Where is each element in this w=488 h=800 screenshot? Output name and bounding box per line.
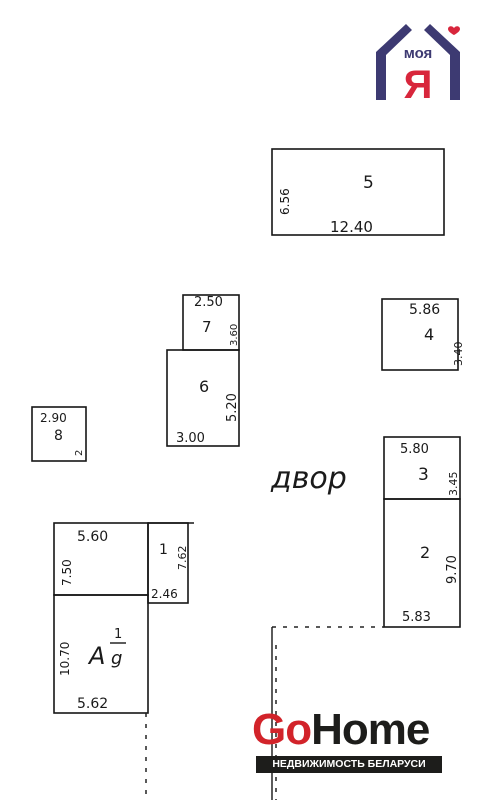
moya-logo: моя Я xyxy=(376,24,460,106)
building-1: 1 7.62 2.46 xyxy=(147,522,189,604)
building-6-label: 6 xyxy=(199,377,209,396)
building-1-length: 2.46 xyxy=(151,587,178,601)
building-8-width: 2 xyxy=(74,450,85,456)
building-a-length: 5.62 xyxy=(77,696,108,712)
building-2: 2 9.70 5.83 xyxy=(383,498,461,628)
heart-icon xyxy=(448,26,460,35)
building-a-label: А xyxy=(87,642,105,670)
building-3-label: 3 xyxy=(418,465,429,485)
logo-ya-text: Я xyxy=(404,63,433,106)
building-3-width: 3.45 xyxy=(447,472,460,497)
gohome-go-text: Go xyxy=(252,705,312,754)
building-5-length: 12.40 xyxy=(330,218,373,236)
building-4-label: 4 xyxy=(424,325,434,344)
logo-moya-text: моя xyxy=(404,45,433,62)
building-5-label: 5 xyxy=(363,173,374,193)
building-6: 6 5.20 3.00 xyxy=(166,349,240,447)
building-7-label: 7 xyxy=(202,318,212,336)
building-2-width: 9.70 xyxy=(445,555,460,584)
building-a: А 1 g 10.70 5.62 xyxy=(53,594,149,714)
building-a1: 5.60 7.50 xyxy=(53,522,194,596)
building-6-length: 3.00 xyxy=(176,431,205,446)
building-8: 2.90 8 2 xyxy=(31,406,87,462)
building-7-length: 2.50 xyxy=(194,295,223,310)
building-6-width: 5.20 xyxy=(225,393,240,422)
building-4-width: 3.40 xyxy=(452,342,465,367)
building-5: 5 12.40 6.56 xyxy=(271,148,445,236)
house-roof-right xyxy=(424,24,460,100)
building-a-fraction-denominator: g xyxy=(111,648,122,669)
building-5-width: 6.56 xyxy=(278,188,292,215)
building-a1-width: 7.50 xyxy=(60,559,74,586)
gohome-subtitle: НЕДВИЖИМОСТЬ БЕЛАРУСИ xyxy=(256,756,442,773)
building-3-length: 5.80 xyxy=(400,442,429,457)
building-8-length: 2.90 xyxy=(40,411,67,425)
building-2-label: 2 xyxy=(420,543,430,562)
building-4-length: 5.86 xyxy=(409,302,440,318)
building-a1-length: 5.60 xyxy=(77,529,108,545)
building-8-label: 8 xyxy=(54,428,63,444)
yard-label: двор xyxy=(270,461,347,496)
building-7-width: 3.60 xyxy=(229,324,240,346)
building-a-fraction-numerator: 1 xyxy=(114,627,122,642)
building-7: 2.50 7 3.60 xyxy=(182,294,240,351)
building-2-length: 5.83 xyxy=(402,610,431,625)
gohome-home-text: Home xyxy=(311,705,430,754)
building-1-width: 7.62 xyxy=(176,546,189,571)
gohome-logo: GoHome НЕДВИЖИМОСТЬ БЕЛАРУСИ xyxy=(252,706,448,776)
building-a-width: 10.70 xyxy=(58,642,72,676)
house-roof-left xyxy=(376,24,412,100)
building-1-label: 1 xyxy=(159,542,168,558)
building-4: 5.86 4 3.40 xyxy=(381,298,465,371)
gohome-wordmark: GoHome xyxy=(252,705,430,754)
building-3: 5.80 3 3.45 xyxy=(383,436,461,500)
